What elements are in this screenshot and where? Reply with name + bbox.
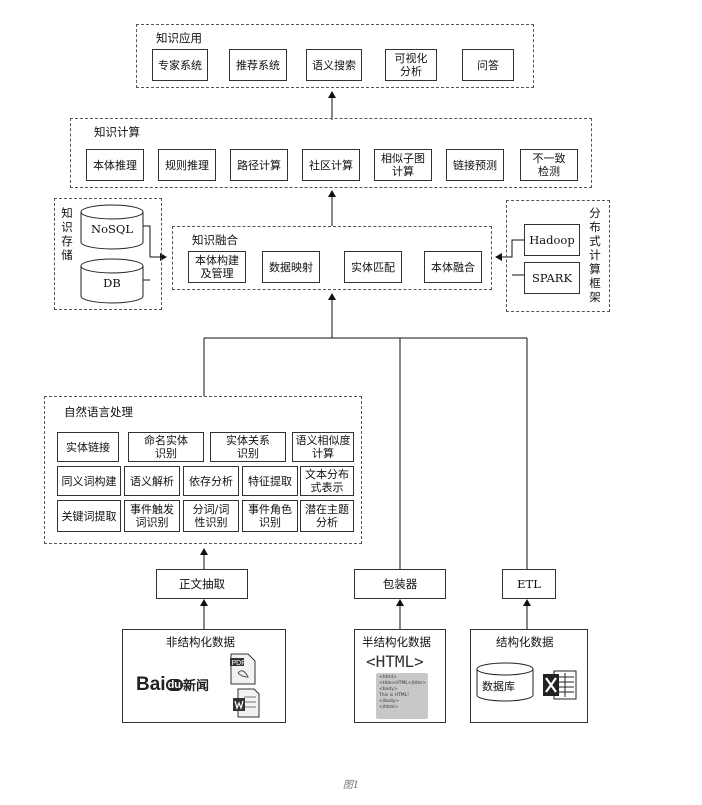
nlp-dependency-parsing: 依存分析 — [183, 466, 239, 496]
structured-data-title: 结构化数据 — [496, 635, 554, 649]
nlp-entity-linking: 实体链接 — [57, 432, 119, 462]
semi-structured-data-title: 半结构化数据 — [362, 635, 431, 649]
comp-similar-subgraph: 相似子图 计算 — [374, 149, 432, 181]
framework-spark: SPARK — [524, 262, 580, 294]
app-qa: 问答 — [462, 49, 514, 81]
nlp-semantic-parsing: 语义解析 — [124, 466, 180, 496]
comp-link-prediction: 链接预测 — [446, 149, 504, 181]
text-extraction-box: 正文抽取 — [156, 569, 248, 599]
html-line: <html> — [379, 675, 397, 680]
nlp-event-trigger-recognition: 事件触发 词识别 — [124, 500, 180, 532]
app-visual-analysis: 可视化 分析 — [385, 49, 437, 81]
arrow-storage-to-fusion — [142, 225, 167, 261]
structured-data-box — [470, 629, 588, 723]
knowledge-application-title: 知识应用 — [156, 31, 202, 45]
html-line: </html> — [379, 705, 399, 710]
nlp-feature-extraction: 特征提取 — [242, 466, 298, 496]
nlp-event-role-recognition: 事件角色 识别 — [242, 500, 298, 532]
unstructured-data-box — [122, 629, 286, 723]
knowledge-computation-group — [70, 118, 592, 188]
comp-path-computation: 路径计算 — [230, 149, 288, 181]
comp-rule-reasoning: 规则推理 — [158, 149, 216, 181]
nlp-group — [44, 396, 362, 544]
word-file-icon — [232, 688, 260, 718]
nosql-label: NoSQL — [91, 222, 133, 236]
app-semantic-search: 语义搜索 — [306, 49, 362, 81]
baidu-logo-news: 新闻 — [183, 678, 210, 693]
figure-caption: 图1 — [342, 780, 360, 791]
knowledge-computation-title: 知识计算 — [94, 125, 140, 139]
nlp-keyword-extraction: 关键词提取 — [57, 500, 121, 532]
fusion-entity-matching: 实体匹配 — [344, 251, 402, 283]
distributed-framework-title: 分布式计算框架 — [589, 206, 601, 304]
nosql-cylinder: NoSQL — [80, 204, 144, 250]
knowledge-storage-group — [54, 198, 162, 310]
excel-icon — [542, 668, 577, 700]
comp-ontology-reasoning: 本体推理 — [86, 149, 144, 181]
nlp-segmentation-pos: 分词/词 性识别 — [183, 500, 239, 532]
html-document-icon: <html> <title>HTML</title> <body> This i… — [376, 673, 428, 719]
baidu-logo-text: Bai — [136, 674, 166, 695]
app-recommender-system: 推荐系统 — [229, 49, 287, 81]
knowledge-application-group — [136, 24, 534, 88]
baidu-paw-icon: du — [165, 679, 184, 691]
distributed-framework-group — [506, 200, 610, 312]
nlp-distributed-text-representation: 文本分布 式表示 — [300, 466, 354, 496]
knowledge-fusion-group — [172, 226, 492, 290]
html-line: <body> — [379, 687, 398, 692]
html-line: </body> — [379, 699, 400, 704]
database-icon — [80, 204, 144, 250]
db-label: DB — [103, 276, 121, 290]
app-expert-system: 专家系统 — [152, 49, 208, 81]
knowledge-fusion-title: 知识融合 — [192, 233, 238, 247]
html-line: <title>HTML</title> — [379, 681, 426, 686]
db-cylinder: DB — [80, 258, 144, 304]
fusion-ontology-fusion: 本体融合 — [424, 251, 482, 283]
nlp-title: 自然语言处理 — [64, 405, 133, 419]
nlp-semantic-similarity: 语义相似度 计算 — [292, 432, 354, 462]
nlp-latent-topic-analysis: 潜在主题 分析 — [300, 500, 354, 532]
etl-box: ETL — [502, 569, 556, 599]
html-tag-icon: <HTML> — [366, 652, 424, 671]
database-label: 数据库 — [482, 680, 515, 693]
comp-community-computation: 社区计算 — [302, 149, 360, 181]
database-icon — [80, 258, 144, 304]
nlp-synonym-construction: 同义词构建 — [57, 466, 121, 496]
knowledge-storage-title: 知识存储 — [61, 206, 73, 262]
nlp-named-entity-recognition: 命名实体 识别 — [128, 432, 204, 462]
arrow-framework-to-fusion — [495, 239, 524, 261]
nlp-entity-relation-recognition: 实体关系 识别 — [210, 432, 286, 462]
semi-structured-data-box — [354, 629, 446, 723]
comp-inconsistency-detection: 不一致 检测 — [520, 149, 578, 181]
fusion-ontology-construction: 本体构建 及管理 — [188, 251, 246, 283]
pdf-file-icon: PDF — [230, 653, 256, 685]
database-cylinder-icon — [476, 662, 534, 702]
html-line: This is HTML! — [379, 693, 409, 698]
wrapper-box: 包装器 — [354, 569, 446, 599]
framework-hadoop: Hadoop — [524, 224, 580, 256]
fusion-data-mapping: 数据映射 — [262, 251, 320, 283]
pdf-label: PDF — [232, 660, 246, 667]
unstructured-data-title: 非结构化数据 — [166, 635, 235, 649]
